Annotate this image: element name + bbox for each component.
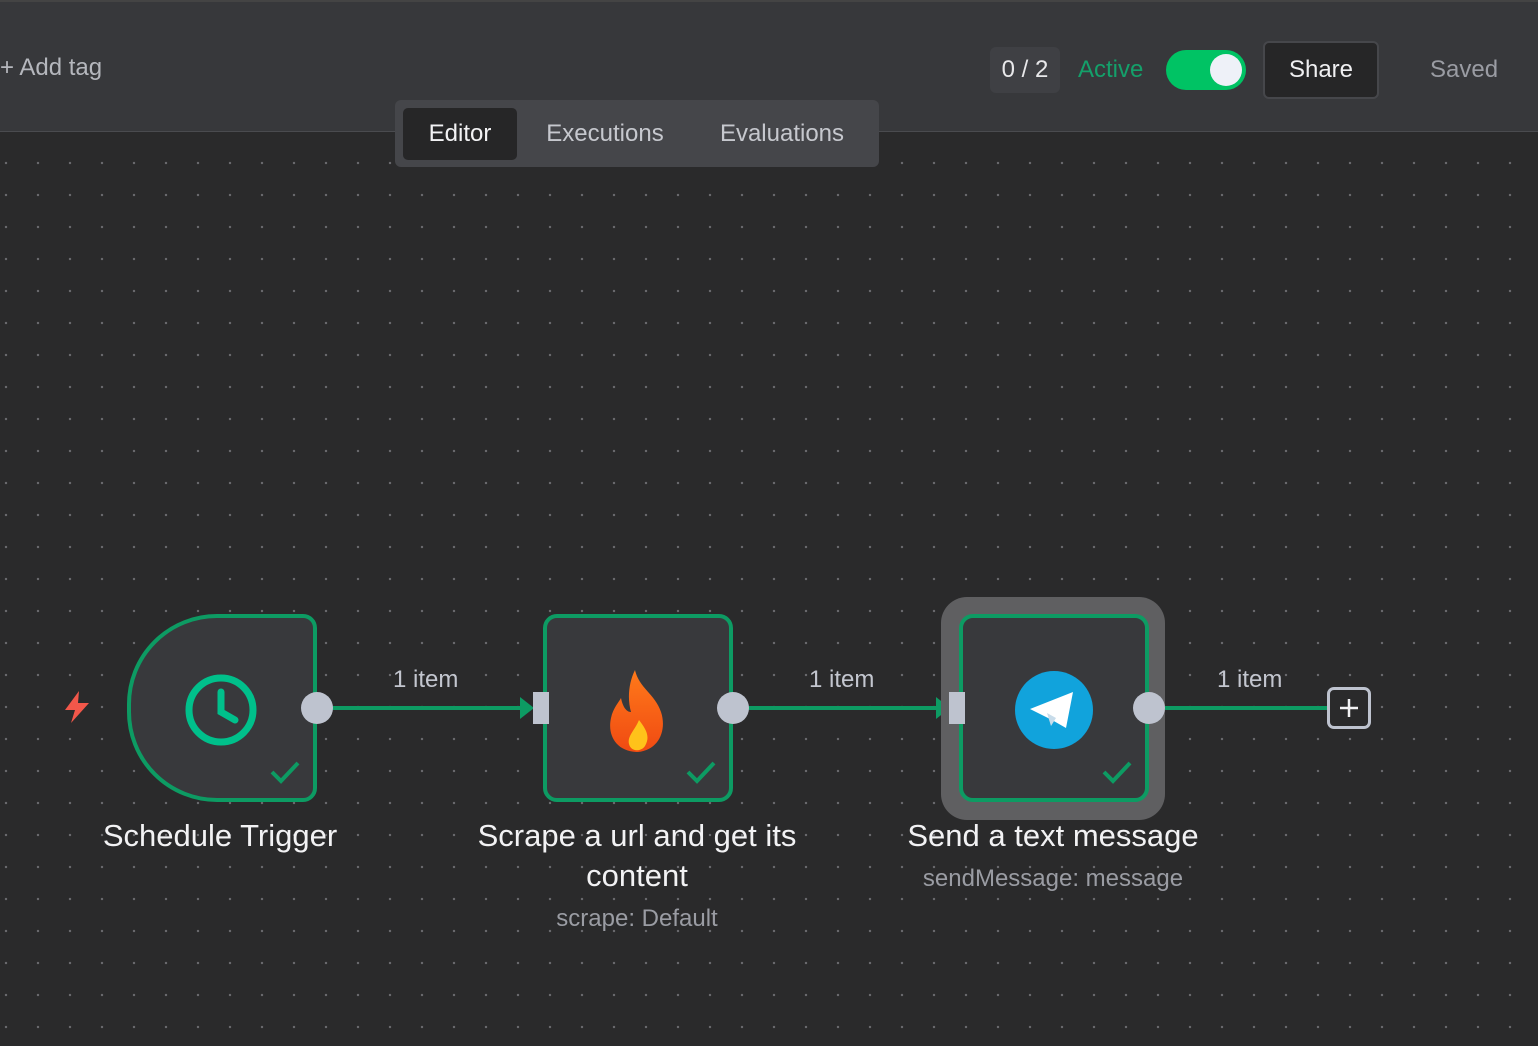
connection-3[interactable] bbox=[1164, 706, 1329, 710]
edge-label: 1 item bbox=[1217, 666, 1283, 693]
plus-icon bbox=[1340, 699, 1358, 717]
workflow-canvas[interactable] bbox=[0, 133, 1538, 1046]
tab-executions[interactable]: Executions bbox=[546, 120, 664, 147]
node-title: Send a text message bbox=[907, 818, 1199, 853]
output-handle[interactable] bbox=[717, 692, 749, 724]
saved-status: Saved bbox=[1430, 56, 1499, 83]
node-schedule-trigger[interactable] bbox=[127, 614, 317, 802]
evaluation-counter: 0 / 2 bbox=[990, 47, 1060, 93]
view-tabs: Editor Executions Evaluations bbox=[395, 100, 879, 167]
active-label: Active bbox=[1078, 56, 1144, 83]
check-icon bbox=[686, 761, 716, 784]
share-button[interactable]: Share bbox=[1263, 41, 1379, 99]
connection-1[interactable] bbox=[332, 706, 524, 710]
edge-label: 1 item bbox=[809, 666, 875, 693]
add-node-button[interactable] bbox=[1327, 687, 1371, 729]
edge-label: 1 item bbox=[393, 666, 459, 693]
node-subtitle: scrape: Default bbox=[556, 905, 718, 932]
input-handle[interactable] bbox=[949, 692, 965, 724]
add-tag-button[interactable]: + Add tag bbox=[0, 54, 103, 81]
active-toggle[interactable] bbox=[1166, 50, 1246, 90]
connection-2[interactable] bbox=[748, 706, 940, 710]
node-send-text-message[interactable] bbox=[959, 614, 1149, 802]
node-title: Schedule Trigger bbox=[102, 818, 338, 853]
node-scrape-url[interactable] bbox=[543, 614, 733, 802]
tab-editor[interactable]: Editor bbox=[403, 108, 517, 160]
tab-evaluations[interactable]: Evaluations bbox=[719, 120, 845, 147]
node-title: Scrape a url and get its content bbox=[477, 818, 797, 893]
check-icon bbox=[270, 761, 300, 784]
node-subtitle: sendMessage: message bbox=[922, 865, 1184, 892]
clock-icon bbox=[185, 674, 257, 746]
check-icon bbox=[1102, 761, 1132, 784]
output-handle[interactable] bbox=[301, 692, 333, 724]
telegram-icon bbox=[1015, 671, 1093, 749]
toggle-knob bbox=[1210, 54, 1242, 86]
arrow-icon bbox=[520, 697, 534, 719]
output-handle[interactable] bbox=[1133, 692, 1165, 724]
firecrawl-flame-icon bbox=[610, 670, 663, 752]
lightning-bolt-icon bbox=[65, 691, 89, 723]
input-handle[interactable] bbox=[533, 692, 549, 724]
